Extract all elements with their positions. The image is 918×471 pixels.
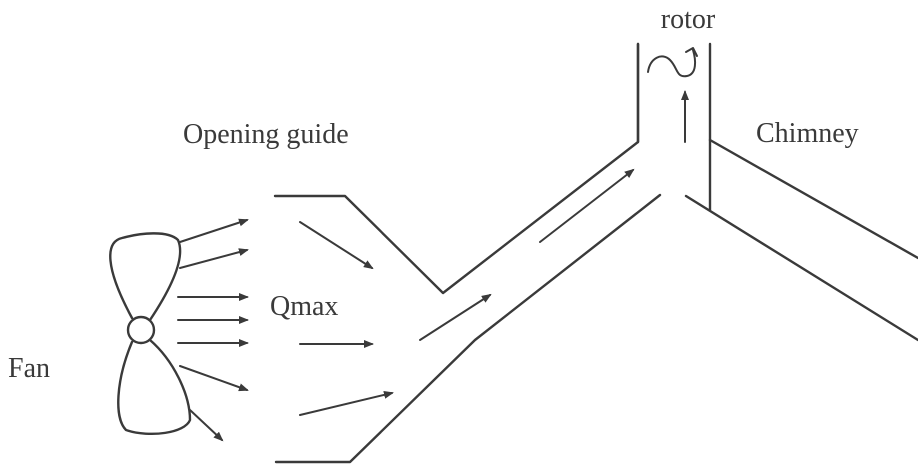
fan-arrow-2 xyxy=(179,248,249,269)
fan-blade-lower xyxy=(117,338,192,436)
fan-arrows xyxy=(177,218,249,442)
qmax-label: Qmax xyxy=(270,291,338,322)
rotor-label: rotor xyxy=(661,4,716,35)
opening-guide-label: Opening guide xyxy=(183,119,349,150)
flow-arrow-guide-bottom xyxy=(299,390,394,416)
flow-arrow-channel-1 xyxy=(419,293,492,341)
flow-arrow-guide-top xyxy=(299,221,374,270)
right-roof-lower xyxy=(684,194,918,342)
right-roof-upper xyxy=(708,138,918,260)
rotor xyxy=(647,47,698,78)
opening-guide-lower-wall xyxy=(274,193,662,464)
chimney-label: Chimney xyxy=(756,118,859,149)
flow-arrow-channel-2 xyxy=(539,168,635,243)
fan-arrow-1 xyxy=(179,218,249,243)
fan-arrow-7 xyxy=(189,409,224,442)
fan-hub xyxy=(126,315,156,345)
flow-arrows xyxy=(299,90,689,416)
rotor-icon xyxy=(647,49,697,78)
channel-walls xyxy=(273,42,918,464)
fan-label: Fan xyxy=(8,353,50,384)
fan xyxy=(109,232,192,436)
fan-arrow-6 xyxy=(179,365,249,392)
fan-blade-upper xyxy=(109,232,182,322)
